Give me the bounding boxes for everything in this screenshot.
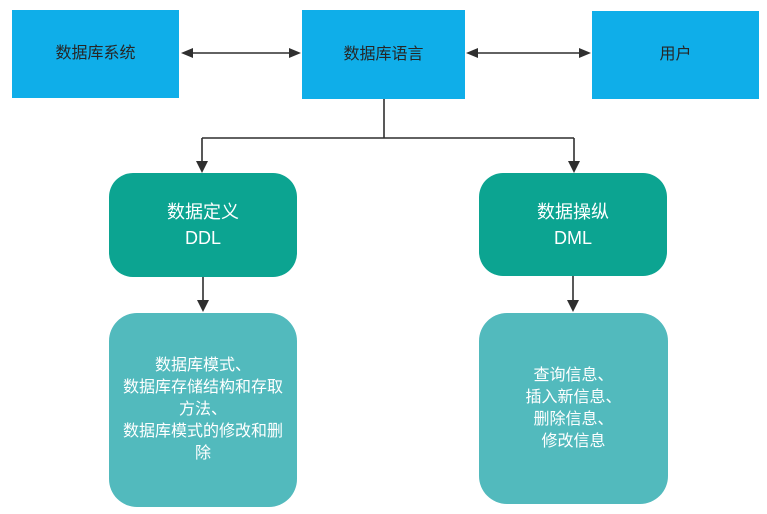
node-user: 用户 xyxy=(592,11,759,99)
node-user-label: 用户 xyxy=(659,46,692,63)
node-dml-detail: 查询信息、 插入新信息、 删除信息、 修改信息 xyxy=(479,313,668,504)
node-database-language: 数据库语言 xyxy=(302,10,465,99)
node-ddl: 数据定义 DDL xyxy=(109,173,297,277)
node-dml: 数据操纵 DML xyxy=(479,173,667,276)
node-ddl-detail-label: 数据库模式、 数据库存储结构和存取 方法、 数据库模式的修改和删 除 xyxy=(122,357,283,462)
node-ddl-detail: 数据库模式、 数据库存储结构和存取 方法、 数据库模式的修改和删 除 xyxy=(109,313,297,507)
node-database-system-label: 数据库系统 xyxy=(55,45,136,62)
node-dml-detail-label: 查询信息、 插入新信息、 删除信息、 修改信息 xyxy=(525,366,622,450)
connector-system-language xyxy=(181,48,301,58)
node-database-system: 数据库系统 xyxy=(12,10,179,98)
connector-language-user xyxy=(466,48,591,58)
node-dml-label: 数据操纵 DML xyxy=(537,201,609,248)
connector-language-branch xyxy=(196,99,580,173)
node-ddl-label: 数据定义 DDL xyxy=(167,202,239,248)
connector-ddl-detail xyxy=(197,277,209,312)
node-database-language-label: 数据库语言 xyxy=(343,45,424,63)
connector-dml-detail xyxy=(567,276,579,312)
